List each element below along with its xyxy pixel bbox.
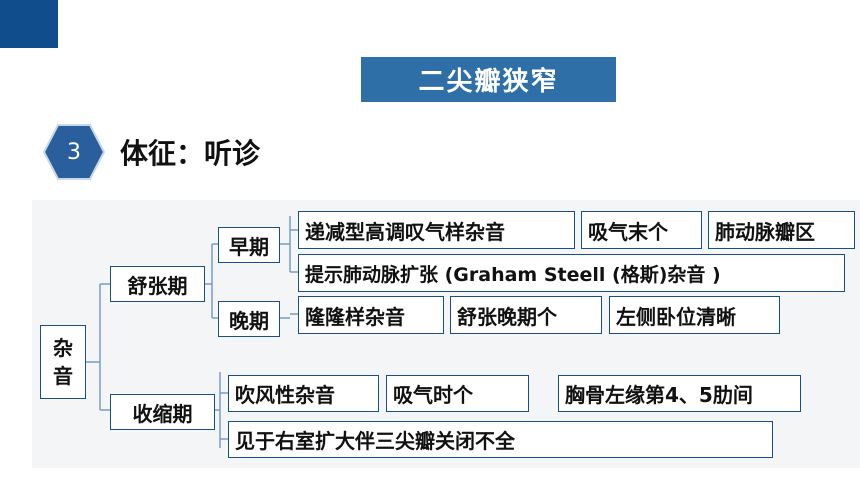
root-char-2: 音 [53, 364, 73, 388]
early-item-3: 肺动脉瓣区 [708, 211, 855, 249]
systolic-item-3: 胸骨左缘第4、5肋间 [558, 375, 801, 412]
slide-title-banner: 二尖瓣狭窄 [361, 57, 616, 102]
systolic-node: 收缩期 [110, 394, 215, 430]
late-item-2: 舒张晚期个 [450, 296, 602, 334]
section-number: 3 [67, 139, 81, 165]
corner-accent-block [0, 0, 58, 48]
root-char-1: 杂 [53, 336, 73, 360]
section-heading: 体征：听诊 [120, 137, 261, 170]
hexagon-badge-icon [43, 124, 105, 180]
late-item-3: 左侧卧位清晰 [609, 296, 780, 334]
systolic-item-2: 吸气时个 [386, 375, 529, 412]
late-diastolic-node: 晚期 [218, 301, 280, 337]
diastolic-node: 舒张期 [110, 266, 205, 302]
root-node-murmur: 杂 音 [40, 325, 86, 399]
late-item-1: 隆隆样杂音 [298, 296, 444, 334]
early-note: 提示肺动脉扩张 (Graham Steell (格斯)杂音 ) [298, 254, 845, 292]
systolic-note: 见于右室扩大伴三尖瓣关闭不全 [228, 421, 773, 458]
early-diastolic-node: 早期 [218, 227, 280, 263]
early-item-1: 递减型高调叹气样杂音 [298, 211, 575, 249]
early-item-2: 吸气末个 [581, 211, 702, 249]
systolic-item-1: 吹风性杂音 [228, 375, 379, 412]
